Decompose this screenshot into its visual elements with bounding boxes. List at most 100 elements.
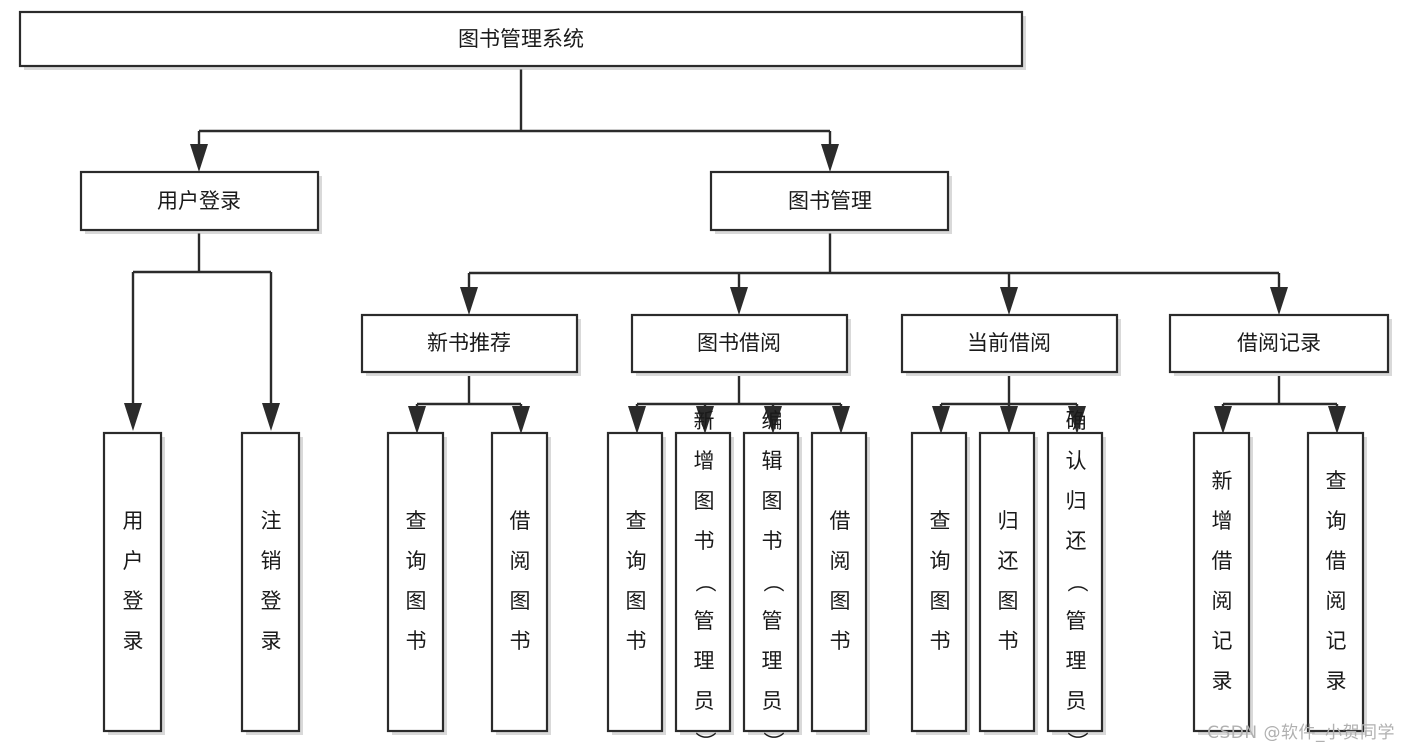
svg-text:书: 书 [510, 629, 531, 653]
svg-text:管: 管 [694, 609, 715, 633]
svg-text:询: 询 [930, 549, 951, 573]
svg-text:理: 理 [1066, 649, 1087, 673]
svg-text:）: ） [693, 732, 717, 747]
arrow-to-leaf-user-login-icon [124, 403, 142, 431]
svg-text:确: 确 [1066, 409, 1087, 433]
svg-text:查: 查 [1326, 469, 1347, 493]
arrow-to-book-borrow-icon [730, 287, 748, 315]
svg-text:）: ） [761, 732, 785, 747]
node-borrow-record-label: 借阅记录 [1237, 331, 1321, 355]
node-leaf-user-login[interactable]: 用户登录 [102, 431, 165, 735]
node-new-book-recommend-label: 新书推荐 [427, 331, 511, 355]
node-current-borrow-label: 当前借阅 [967, 331, 1051, 355]
svg-text:书: 书 [626, 629, 647, 653]
svg-text:）: ） [1065, 732, 1089, 747]
svg-text:（: （ [693, 572, 717, 593]
svg-text:归: 归 [998, 509, 1019, 533]
svg-text:记: 记 [1212, 629, 1233, 653]
node-root[interactable]: 图书管理系统 [18, 10, 1026, 70]
arrow-to-leaf-return-book-icon [1000, 406, 1018, 434]
arrow-to-borrow-record-icon [1270, 287, 1288, 315]
svg-text:员: 员 [762, 689, 783, 713]
svg-text:书: 书 [830, 629, 851, 653]
svg-text:员: 员 [694, 689, 715, 713]
svg-text:辑: 辑 [762, 449, 783, 473]
svg-text:编: 编 [762, 409, 783, 433]
svg-text:书: 书 [694, 529, 715, 553]
svg-text:图: 图 [930, 589, 951, 613]
csdn-watermark: CSDN @软件_小贺同学 [1207, 723, 1395, 743]
svg-text:图: 图 [510, 589, 531, 613]
svg-text:借: 借 [510, 509, 531, 533]
svg-text:新: 新 [694, 409, 715, 433]
node-leaf-user-login-label: 用户登录 [123, 509, 144, 653]
svg-text:（: （ [761, 572, 785, 593]
svg-text:记: 记 [1326, 629, 1347, 653]
node-user-login-label: 用户登录 [157, 189, 241, 213]
node-root-label: 图书管理系统 [458, 27, 584, 51]
svg-text:新: 新 [1212, 469, 1233, 493]
arrow-to-leaf-borrow-book-2-icon [832, 406, 850, 434]
svg-text:增: 增 [694, 449, 715, 473]
arrow-to-leaf-query-book-3-icon [932, 406, 950, 434]
svg-text:询: 询 [626, 549, 647, 573]
svg-text:录: 录 [1326, 669, 1347, 693]
svg-text:查: 查 [930, 509, 951, 533]
svg-text:销: 销 [261, 549, 282, 573]
svg-text:增: 增 [1212, 509, 1233, 533]
connector-layer [124, 69, 1346, 434]
svg-text:询: 询 [406, 549, 427, 573]
svg-text:图: 图 [830, 589, 851, 613]
svg-text:注: 注 [261, 509, 282, 533]
node-current-borrow[interactable]: 当前借阅 [900, 313, 1121, 376]
arrow-to-leaf-add-record-icon [1214, 406, 1232, 434]
svg-text:（: （ [1065, 572, 1089, 593]
node-book-borrow[interactable]: 图书借阅 [630, 313, 851, 376]
node-new-book-recommend[interactable]: 新书推荐 [360, 313, 581, 376]
svg-text:书: 书 [762, 529, 783, 553]
svg-text:理: 理 [762, 649, 783, 673]
svg-text:书: 书 [998, 629, 1019, 653]
svg-text:图: 图 [694, 489, 715, 513]
svg-text:借: 借 [1212, 549, 1233, 573]
arrow-to-leaf-query-record-icon [1328, 406, 1346, 434]
svg-text:登: 登 [261, 589, 282, 613]
svg-text:查: 查 [406, 509, 427, 533]
node-borrow-record[interactable]: 借阅记录 [1168, 313, 1392, 376]
svg-text:书: 书 [930, 629, 951, 653]
svg-text:阅: 阅 [1326, 589, 1347, 613]
svg-text:还: 还 [1066, 529, 1087, 553]
svg-text:用: 用 [123, 509, 144, 533]
node-user-login[interactable]: 用户登录 [79, 170, 322, 234]
arrow-to-leaf-query-book-1-icon [408, 406, 426, 434]
svg-text:借: 借 [830, 509, 851, 533]
node-book-manage[interactable]: 图书管理 [709, 170, 952, 234]
svg-text:认: 认 [1066, 449, 1087, 473]
svg-text:管: 管 [1066, 609, 1087, 633]
svg-text:户: 户 [123, 549, 144, 573]
